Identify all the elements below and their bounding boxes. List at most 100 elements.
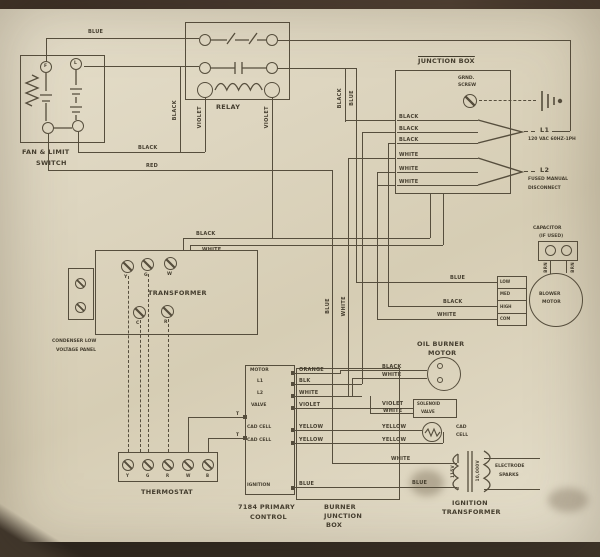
- capacitor-label: CAPACITOR: [533, 226, 562, 231]
- thermostat-label: THERMOSTAT: [141, 488, 193, 496]
- l2-dash: [531, 171, 535, 173]
- dashed-wire: [140, 320, 141, 452]
- wire: [362, 132, 364, 384]
- transformer-terminal-c: [133, 306, 146, 319]
- wire-label-white: WHITE: [437, 312, 457, 318]
- terminal-letter-l: L: [74, 61, 77, 66]
- dashed-wire: [148, 274, 149, 452]
- terminal-letter: G: [144, 273, 148, 278]
- wire: [377, 172, 395, 174]
- wire: [188, 417, 245, 419]
- wire-label-red: RED: [146, 163, 159, 169]
- l1-desc: 120 VAC 60HZ-1PH: [528, 137, 576, 142]
- thermostat-terminal-letter: R: [166, 473, 170, 478]
- thermostat-terminal-letter: W: [186, 473, 191, 478]
- wire-white: [332, 463, 457, 465]
- wire-label-violet: VIOLET: [299, 402, 321, 408]
- paper-smudge: [548, 488, 588, 512]
- relay-coil-terminal: [264, 82, 280, 98]
- cad-cell-label: CAD: [456, 425, 467, 430]
- wire: [397, 120, 478, 122]
- l1-dash: [531, 131, 535, 133]
- pc-terminal-dot: [243, 415, 247, 419]
- fan-limit-terminal-l: [70, 58, 82, 70]
- terminal-letter-f: F: [44, 64, 48, 69]
- pc-terminal-dot: [291, 428, 295, 432]
- oil-burner-motor-label: MOTOR: [428, 349, 457, 357]
- transformer-box: [95, 250, 258, 335]
- wire-label-yellow: YELLOW: [299, 424, 324, 430]
- thermostat-box: [118, 452, 218, 482]
- pc-terminal-dot: [291, 394, 295, 398]
- oil-burner-motor-circle: [427, 357, 461, 391]
- fan-limit-switch-box: [20, 55, 105, 143]
- wire-blue: [356, 68, 358, 282]
- wire-label-yellow: YELLOW: [382, 437, 407, 443]
- wire-label-orange: ORANGE: [299, 367, 324, 373]
- transformer-terminal-g: [141, 258, 154, 271]
- wire-label-blk: BLK: [299, 378, 311, 384]
- terminal-letter: R: [164, 320, 168, 325]
- wire-yellow: [295, 430, 422, 432]
- wire: [183, 238, 185, 251]
- paper-smudge: [410, 470, 444, 496]
- relay-box: [185, 22, 290, 100]
- oil-motor-terminal: [437, 377, 443, 383]
- wire-yellow: [295, 443, 443, 445]
- pc-terminal-valve: VALVE: [251, 403, 267, 408]
- l1-label: L1: [540, 126, 550, 134]
- wire-label-yellow: YELLOW: [382, 424, 407, 430]
- wire-white: [377, 319, 497, 321]
- solenoid-valve-label: VALVE: [421, 409, 435, 414]
- wire-white: [352, 378, 427, 380]
- burner-junction-box: [296, 368, 400, 500]
- l2-desc: FUSED MANUAL: [528, 177, 568, 182]
- wire-label-white: WHITE: [382, 372, 402, 378]
- pc-terminal-ignition: IGNITION: [247, 483, 271, 488]
- wire: [362, 132, 395, 134]
- fan-limit-label: FAN & LIMIT: [22, 148, 70, 156]
- capacitor-label: (IF USED): [539, 234, 564, 239]
- wire-label-black: BLACK: [382, 364, 402, 370]
- l2-label: L2: [540, 166, 550, 174]
- photo-top-edge: [0, 0, 600, 9]
- wire-blue: [356, 282, 497, 284]
- l2-wire-chevron: [477, 157, 525, 186]
- thermostat-terminal: [202, 459, 214, 471]
- ign-secondary-voltage: 10,000V: [475, 460, 480, 482]
- wire: [388, 143, 395, 145]
- condenser-label: CONDENSER LOW: [52, 339, 97, 344]
- condenser-label: VOLTAGE PANEL: [56, 348, 96, 353]
- wire: [397, 185, 478, 187]
- thermostat-terminal-letter: G: [146, 473, 150, 478]
- junction-box-title: JUNCTION BOX: [418, 57, 475, 65]
- wire-label-white: WHITE: [383, 408, 403, 414]
- wire-label-black-vert: BLACK: [172, 100, 178, 121]
- wire: [570, 40, 572, 131]
- wire-label-black: BLACK: [138, 145, 158, 151]
- wire: [48, 134, 50, 170]
- l1-dash: [524, 131, 528, 133]
- ignition-transformer-label: TRANSFORMER: [442, 508, 501, 516]
- wire-label-white: WHITE: [391, 456, 411, 462]
- wire-blue-top: [46, 38, 199, 40]
- transformer-terminal-r: [161, 305, 174, 318]
- wire-blue: [295, 487, 457, 489]
- blower-tap-com: COM: [500, 316, 511, 321]
- wire: [208, 438, 210, 452]
- strip-divider: [497, 300, 527, 302]
- wire: [345, 68, 347, 122]
- wire-label-white: WHITE: [399, 179, 419, 185]
- wire: [188, 417, 190, 452]
- wire: [340, 370, 342, 374]
- wire-brn: [550, 261, 552, 274]
- relay-internals: [211, 32, 266, 92]
- electrode-label: SPARKS: [499, 473, 519, 478]
- terminal-letter: W: [167, 272, 172, 277]
- wire-label-black: BLACK: [196, 231, 216, 237]
- wire: [397, 172, 478, 174]
- thermostat-terminal: [162, 459, 174, 471]
- thermostat-terminal-letter: Y: [126, 473, 129, 478]
- wire: [370, 396, 372, 413]
- wire: [332, 170, 334, 463]
